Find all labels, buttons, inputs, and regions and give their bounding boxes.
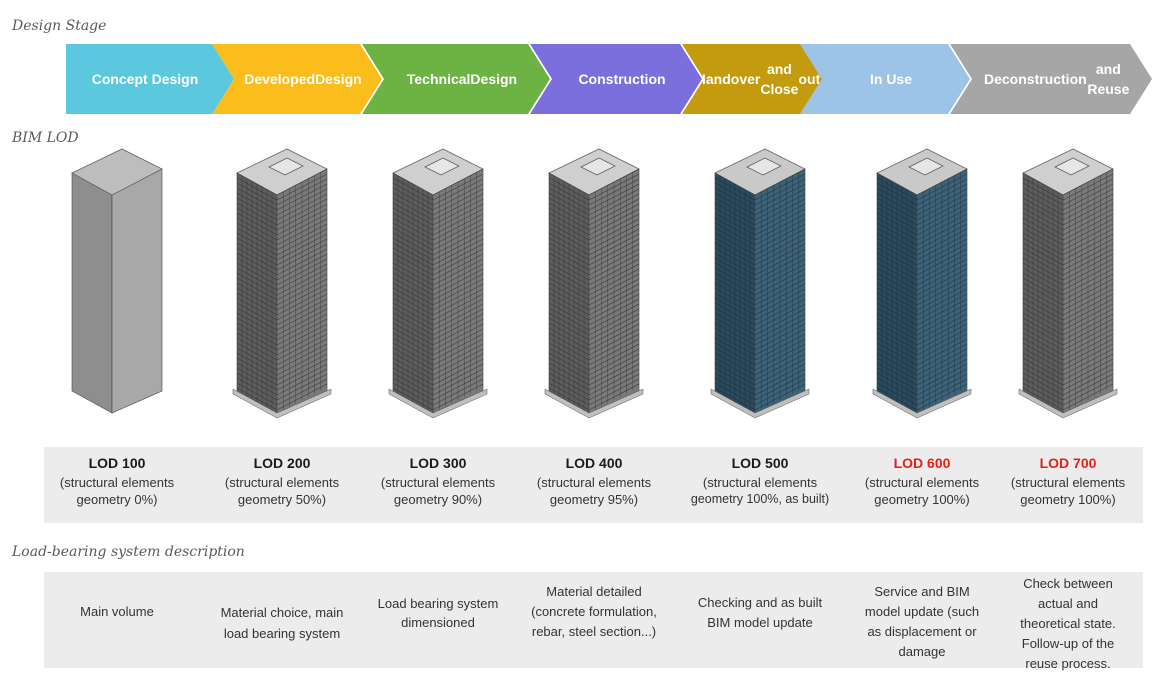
stage-label-line: and Reuse	[1087, 61, 1130, 97]
load-bearing-description-line: rebar, steel section...)	[531, 624, 657, 639]
load-bearing-description-line: theoretical state.	[1020, 616, 1116, 631]
lod-title: LOD 700	[1039, 455, 1097, 471]
building-models	[0, 145, 1152, 425]
lod-description-line: geometry 90%)	[393, 492, 483, 507]
lod-description-line: (structural elements	[1010, 475, 1126, 490]
lod-title: LOD 400	[565, 455, 623, 471]
lod-description-line: geometry 50%)	[237, 492, 327, 507]
load-bearing-description-line: Load bearing system	[377, 596, 499, 611]
building-model-7	[1013, 145, 1123, 425]
lod-column-3: LOD 300 (structural elements geometry 90%)	[363, 456, 513, 508]
stage-label-line: and Close	[760, 61, 799, 97]
lod-column-2: LOD 200 (structural elements geometry 50%)	[207, 456, 357, 508]
lod-description-line: geometry 100%)	[874, 492, 970, 507]
load-bearing-description-line: dimensioned	[401, 615, 475, 630]
stage-chevron-4: Construction	[530, 44, 702, 114]
lod-description-line: geometry 95%)	[549, 492, 639, 507]
lod-title: LOD 100	[88, 455, 146, 471]
stage-label-line: out	[798, 71, 821, 87]
load-bearing-description-line: Check between	[1023, 576, 1113, 591]
stage-chevron-6: In Use	[800, 44, 970, 114]
lod-description-line: (structural elements	[536, 475, 652, 490]
stage-label-line: In Use	[869, 71, 912, 87]
building-model-3	[383, 145, 493, 425]
lod-description-line: (structural elements	[864, 475, 980, 490]
load-bearing-description-line: BIM model update	[707, 615, 813, 630]
building-model-2	[227, 145, 337, 425]
load-bearing-description-line: Checking and as built	[697, 595, 823, 610]
load-bearing-description-line: Follow-up of the	[1021, 636, 1115, 651]
lod-title: LOD 600	[893, 455, 951, 471]
stage-chevron-1: Concept Design	[66, 44, 234, 114]
lod-description-line: geometry 100%)	[1020, 492, 1116, 507]
load-bearing-description-line: Service and BIM	[874, 584, 970, 599]
load-bearing-label: Load-bearing system description	[12, 544, 245, 560]
lod-description-line: (structural elements	[59, 475, 175, 490]
lod-column-4: LOD 400 (structural elements geometry 95%)	[519, 456, 669, 508]
lod-description-line: (structural elements	[224, 475, 340, 490]
stage-label-line: Handover	[695, 71, 761, 87]
design-stage-label: Design Stage	[12, 18, 107, 34]
building-model-5	[705, 145, 815, 425]
lod-title: LOD 500	[731, 455, 789, 471]
building-model-6	[867, 145, 977, 425]
load-bearing-description-line: load bearing system	[223, 626, 341, 641]
stage-label-line: Developed	[244, 71, 316, 87]
lod-title: LOD 200	[253, 455, 311, 471]
building-model-1	[62, 145, 172, 425]
stage-label-line: Concept Design	[91, 71, 199, 87]
load-bearing-description-line: as displacement or	[867, 624, 977, 639]
load-bearing-description-line: damage	[898, 644, 946, 659]
load-bearing-description-line: Main volume	[80, 604, 154, 619]
stage-label-line: Deconstruction	[984, 71, 1087, 87]
lod-column-7: LOD 700 (structural elements geometry 100%…	[993, 456, 1143, 508]
lod-description-line: (structural elements	[380, 475, 496, 490]
building-model-4	[539, 145, 649, 425]
lod-description-line: (structural elements	[702, 475, 818, 490]
load-bearing-description-line: reuse process.	[1025, 656, 1111, 671]
stage-label-line: Construction	[578, 71, 666, 87]
stage-label-line: Design	[470, 71, 518, 87]
bim-lod-label: BIM LOD	[12, 130, 79, 146]
lod-column-6: LOD 600 (structural elements geometry 100%…	[847, 456, 997, 508]
load-bearing-description-line: Material detailed	[546, 584, 642, 599]
lod-column-5: LOD 500 (structural elements geometry 100%…	[685, 456, 835, 508]
stage-label-line: Design	[315, 71, 362, 87]
lod-title: LOD 300	[409, 455, 467, 471]
description-band	[44, 572, 1143, 668]
stage-label-line: Technical	[406, 71, 471, 87]
lod-column-1: LOD 100 (structural elements geometry 0%)	[42, 456, 192, 508]
load-bearing-description-line: model update (such	[864, 604, 980, 619]
load-bearing-description-line: Material choice, main	[220, 605, 344, 620]
lod-description-line: geometry 0%)	[76, 492, 158, 507]
lod-description-line: geometry 100%, as built)	[690, 492, 830, 506]
load-bearing-description-line: (concrete formulation,	[531, 604, 657, 619]
lod-band	[44, 447, 1143, 523]
load-bearing-description-line: actual and	[1038, 596, 1098, 611]
